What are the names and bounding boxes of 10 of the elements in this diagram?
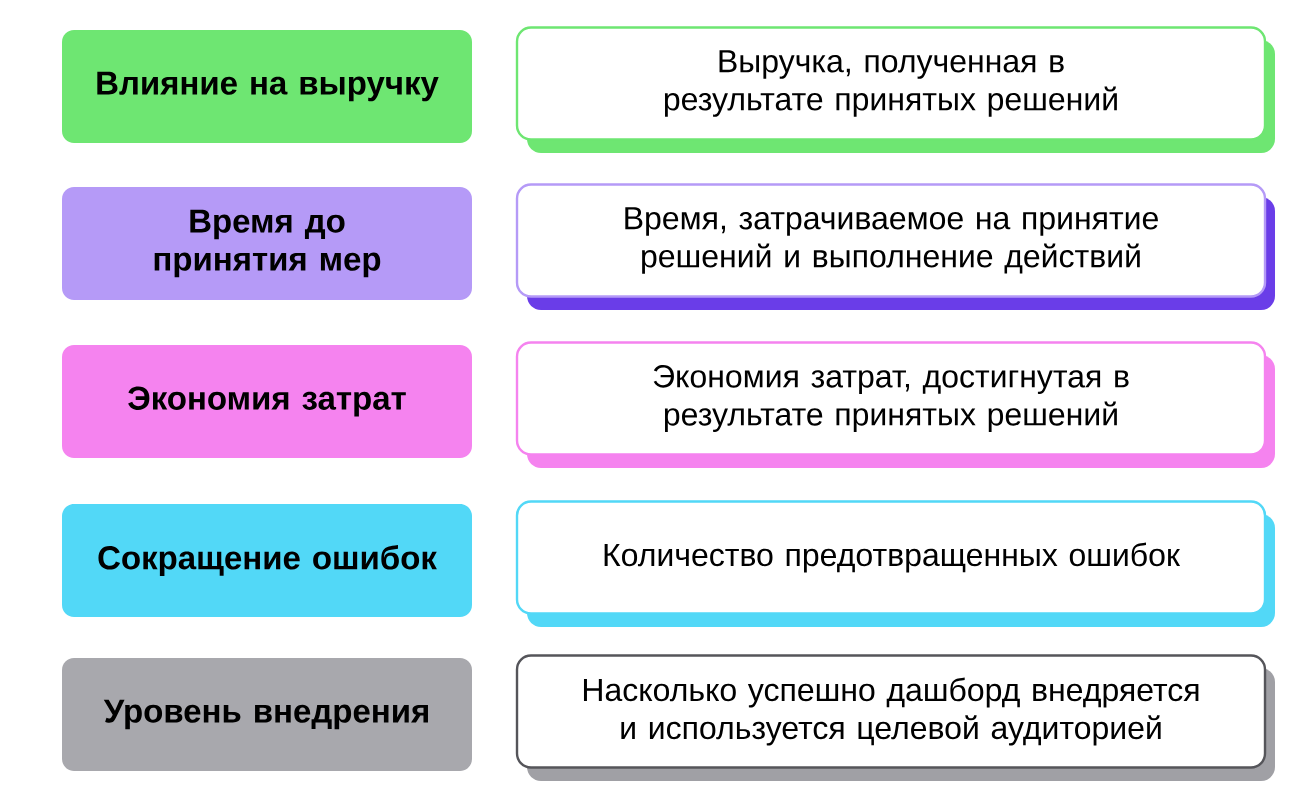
- metric-box: Влияние на выручку: [62, 30, 472, 143]
- metric-box: Экономия затрат: [62, 345, 472, 458]
- description-card: Время, затрачиваемое на принятие решений и выполнение действий: [515, 183, 1275, 310]
- description-card: Насколько успешно дашборд внедряется и используется целевой аудиторией: [515, 654, 1275, 781]
- metric-box: Время до принятия мер: [62, 187, 472, 300]
- description-card: Выручка, полученная в результате принятых решений: [515, 26, 1275, 153]
- metric-box: Сокращение ошибок: [62, 504, 472, 617]
- description-card: Количество предотвращенных ошибок: [515, 500, 1275, 627]
- metric-box: Уровень внедрения: [62, 658, 472, 771]
- description-card: Экономия затрат, достигнутая в результате принятых решений: [515, 341, 1275, 468]
